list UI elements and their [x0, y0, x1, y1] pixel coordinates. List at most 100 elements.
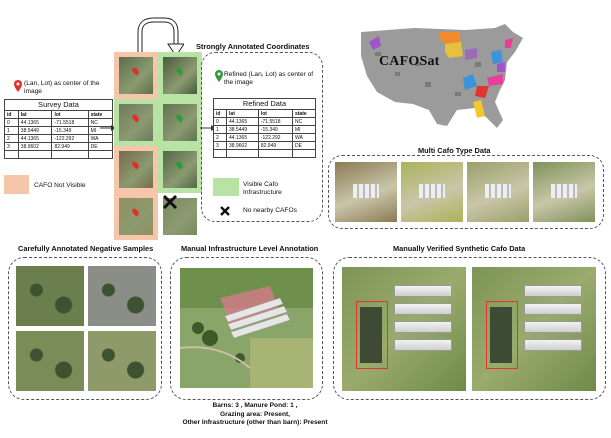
refined-panel [201, 52, 323, 222]
satellite-tile-frame [114, 193, 158, 240]
synthetic-cafo-image [472, 267, 596, 391]
refined-cell [291, 149, 317, 158]
survey-cell: 38.9602 [17, 142, 53, 151]
survey-cell [17, 150, 53, 159]
negative-sample-image [16, 266, 84, 326]
survey-cell: DE [87, 142, 114, 151]
synthetic-cafo-image [342, 267, 466, 391]
barn-shape [524, 321, 582, 333]
map-pin-green-icon [215, 70, 223, 82]
no-nearby-x-icon [220, 206, 230, 216]
refined-cell: NC [291, 117, 317, 126]
survey-cell: -122.292 [51, 134, 89, 143]
barn-shape [419, 184, 445, 198]
satellite-tile-frame [114, 99, 158, 146]
survey-blank-row [4, 150, 114, 159]
pin-label-right: Refined (Lan, Lot) as center of the imag… [224, 71, 314, 86]
refined-cell: 44.1365 [226, 117, 259, 126]
satellite-tile-image [119, 57, 153, 94]
caption-line-3: Other Infrastructure (other than barn): … [182, 419, 328, 426]
survey-cell: 82.949 [51, 142, 89, 151]
refined-cell: 0 [212, 117, 228, 126]
refined-col-header: id [212, 109, 228, 118]
cafo-type-image [533, 162, 595, 222]
survey-cell: -15.349 [51, 126, 89, 135]
satellite-tile-frame [114, 52, 158, 99]
map-pin-red-icon [130, 66, 141, 76]
survey-cell: 1 [4, 126, 19, 135]
cafo-type-image [467, 162, 529, 222]
manual-annotation-caption: Barns: 3 , Manure Pond: 1 , Grazing area… [170, 402, 340, 428]
us-map-logo [361, 24, 523, 128]
survey-cell [87, 150, 114, 159]
manual-annotation-panel [170, 257, 323, 400]
negative-samples-title: Carefully Annotated Negative Samples [18, 244, 154, 253]
pin-label-left: (Lan, Lot) as center of the image [24, 80, 100, 95]
survey-cell: 3 [4, 142, 19, 151]
refined-cell: 82.949 [257, 141, 293, 150]
map-pin-green-icon [174, 160, 185, 170]
barn-shape [524, 303, 582, 315]
barn-shape [394, 303, 452, 315]
multi-cafo-panel [328, 155, 604, 229]
manure-pond-shape [490, 307, 512, 363]
barn-shape [551, 184, 577, 198]
satellite-tile-image [119, 151, 153, 188]
barn-shape [353, 184, 379, 198]
refined-cell: -71.5518 [257, 117, 293, 126]
survey-cell: WA [87, 134, 114, 143]
refined-cell: 44.1365 [226, 133, 259, 142]
cafo-type-image [401, 162, 463, 222]
survey-cell: 44.1365 [17, 118, 53, 127]
survey-cell: -71.5518 [51, 118, 89, 127]
negative-samples-panel [8, 257, 162, 400]
caption-line-2: Grazing area: Present, [220, 410, 290, 418]
barn-shape [524, 285, 582, 297]
map-pin-red-icon [130, 207, 141, 217]
not-visible-legend-swatch [4, 175, 29, 194]
map-pin-red-icon [130, 113, 141, 123]
survey-col-header: id [4, 110, 19, 119]
survey-cell: 38.5449 [17, 126, 53, 135]
refined-cell [257, 149, 293, 158]
barn-shape [394, 285, 452, 297]
barn-shape [394, 321, 452, 333]
not-visible-legend-label: CAFO Not Visible [34, 182, 86, 189]
annotation-box [486, 301, 518, 369]
synthetic-title: Manually Verified Synthetic Cafo Data [393, 244, 526, 253]
survey-cell: 0 [4, 118, 19, 127]
refined-cell: MI [291, 125, 317, 134]
survey-cell: 44.1365 [17, 134, 53, 143]
survey-cell [4, 150, 19, 159]
refined-blank-row [212, 149, 317, 158]
refined-cell: 1 [212, 125, 228, 134]
refined-cell: WA [291, 133, 317, 142]
negative-sample-image [88, 331, 156, 391]
refined-table-title: Refined Data [213, 98, 316, 109]
multi-cafo-title: Multi Cafo Type Data [418, 146, 491, 155]
map-pin-red-icon [130, 160, 141, 170]
survey-col-header: lot [51, 110, 89, 119]
satellite-tile-image [119, 104, 153, 141]
visible-legend-label: Visible Cafo Infrastructure [243, 181, 282, 196]
satellite-tile-frame [158, 52, 202, 99]
refined-cell: 3 [212, 141, 228, 150]
strongly-annotated-title: Strongly Annotated Coordinates [196, 42, 310, 51]
cycle-arrow-icon [137, 17, 184, 57]
no-cafo-x-icon [162, 194, 178, 210]
arrow-right-icon [100, 125, 116, 131]
refined-col-header: lat [226, 109, 259, 118]
negative-sample-image [88, 266, 156, 326]
satellite-tile-frame [158, 99, 202, 146]
refined-col-header: state [291, 109, 317, 118]
barn-shape [485, 184, 511, 198]
synthetic-images [342, 267, 598, 391]
caption-line-1: Barns: 3 , Manure Pond: 1 , [212, 402, 298, 409]
